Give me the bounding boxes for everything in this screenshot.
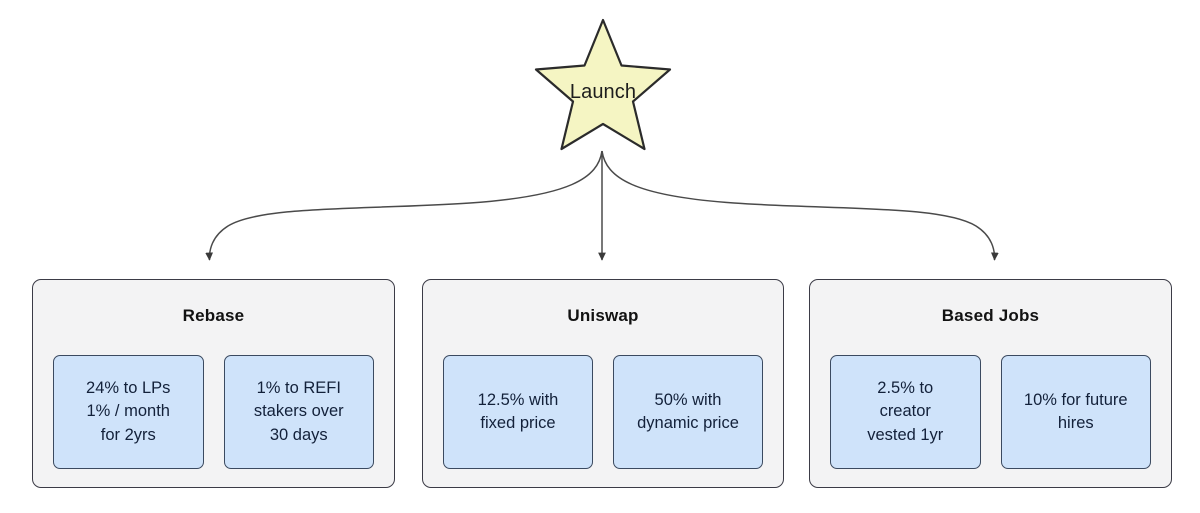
leaf-rebase-refi[interactable]: 1% to REFI stakers over 30 days xyxy=(223,355,374,469)
star-icon xyxy=(534,18,672,151)
launch-label: Launch xyxy=(569,81,637,103)
leaf-rebase-lps[interactable]: 24% to LPs 1% / month for 2yrs xyxy=(53,355,204,469)
edge-launch-to-based-jobs xyxy=(601,150,999,261)
leaf-based-creator[interactable]: 2.5% to creator vested 1yr xyxy=(830,355,981,469)
group-uniswap-title: Uniswap xyxy=(567,306,639,325)
group-uniswap-items: 12.5% with fixed price 50% with dynamic … xyxy=(423,355,783,469)
group-based-jobs[interactable]: Based Jobs 2.5% to creator vested 1yr 10… xyxy=(809,279,1172,488)
group-rebase-items: 24% to LPs 1% / month for 2yrs 1% to REF… xyxy=(33,355,394,469)
group-uniswap[interactable]: Uniswap 12.5% with fixed price 50% with … xyxy=(422,279,784,488)
leaf-uniswap-fixed[interactable]: 12.5% with fixed price xyxy=(443,355,593,469)
leaf-uniswap-dynamic[interactable]: 50% with dynamic price xyxy=(613,355,763,469)
group-rebase[interactable]: Rebase 24% to LPs 1% / month for 2yrs 1%… xyxy=(32,279,395,488)
launch-star-node[interactable]: Launch xyxy=(533,17,673,155)
group-based-jobs-title: Based Jobs xyxy=(941,306,1040,325)
group-rebase-title: Rebase xyxy=(182,306,245,325)
group-based-jobs-items: 2.5% to creator vested 1yr 10% for futur… xyxy=(810,355,1171,469)
edge-launch-to-rebase xyxy=(205,150,603,261)
leaf-based-hires[interactable]: 10% for future hires xyxy=(1000,355,1151,469)
